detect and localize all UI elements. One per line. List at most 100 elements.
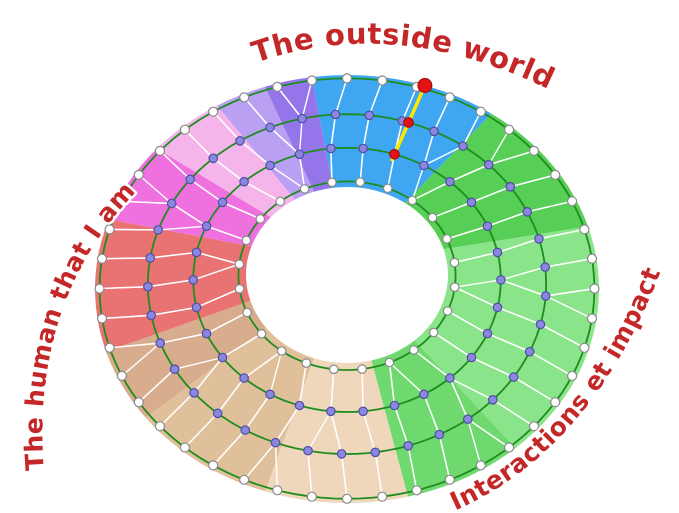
node[interactable] [330,109,341,120]
node[interactable] [270,437,281,448]
node[interactable] [94,283,105,294]
node[interactable] [534,234,544,244]
node[interactable] [155,338,165,348]
node[interactable] [234,283,245,294]
node[interactable] [201,221,212,231]
node[interactable] [403,440,413,451]
node[interactable] [154,145,166,156]
node[interactable] [524,346,535,357]
node[interactable] [275,196,285,207]
node[interactable] [358,143,368,154]
selected-node[interactable] [389,149,400,160]
node[interactable] [462,414,473,424]
node[interactable] [407,195,418,206]
node[interactable] [377,491,388,502]
node[interactable] [384,357,395,368]
node[interactable] [355,177,365,187]
node[interactable] [208,460,219,471]
node[interactable] [444,92,455,103]
node[interactable] [146,310,156,321]
node[interactable] [166,198,177,209]
node[interactable] [303,445,313,456]
node[interactable] [133,397,144,408]
node[interactable] [299,184,310,194]
node[interactable] [341,73,353,84]
node[interactable] [445,373,455,383]
node[interactable] [586,313,598,324]
node[interactable] [242,307,252,318]
sector-tan-lower-left[interactable] [106,300,267,418]
node[interactable] [442,234,452,244]
node[interactable] [419,160,429,171]
node[interactable] [239,474,250,485]
node[interactable] [240,425,250,435]
node[interactable] [482,328,493,339]
node[interactable] [208,106,219,117]
node[interactable] [265,122,275,133]
node[interactable] [306,491,317,502]
node[interactable] [492,247,503,258]
node[interactable] [566,370,578,381]
node[interactable] [528,145,540,156]
node[interactable] [189,387,199,398]
node[interactable] [475,460,486,471]
node[interactable] [154,421,166,432]
sector-magenta-upper-left[interactable] [108,148,271,247]
sector-green-right[interactable] [414,226,599,448]
node[interactable] [265,389,275,400]
node[interactable] [116,196,128,207]
node[interactable] [475,106,486,117]
node[interactable] [297,113,307,124]
sector-green-upper-right[interactable] [404,113,588,250]
node[interactable] [419,389,429,400]
node[interactable] [389,400,400,411]
node[interactable] [466,352,477,363]
node[interactable] [540,291,551,301]
sector-purple-light-top-left[interactable] [217,86,315,200]
node[interactable] [504,124,515,135]
node[interactable] [239,176,249,187]
node[interactable] [201,328,212,339]
node[interactable] [256,328,267,339]
node[interactable] [191,247,202,258]
node[interactable] [272,485,283,496]
node[interactable] [522,207,532,217]
node[interactable] [104,342,115,353]
node[interactable] [566,196,578,207]
selected-node[interactable] [403,117,414,128]
node[interactable] [241,235,252,246]
node[interactable] [445,176,455,187]
node[interactable] [496,275,506,285]
node[interactable] [217,352,228,363]
node[interactable] [535,319,546,330]
node[interactable] [265,160,275,171]
node[interactable] [508,372,519,382]
node[interactable] [364,110,375,121]
node[interactable] [208,153,218,164]
node[interactable] [579,224,590,235]
node[interactable] [550,397,561,408]
node[interactable] [377,75,388,86]
node[interactable] [276,346,287,356]
node[interactable] [492,302,503,313]
node[interactable] [579,342,590,353]
node[interactable] [301,358,312,368]
node[interactable] [487,394,498,405]
node[interactable] [188,275,198,285]
node[interactable] [427,212,438,223]
node[interactable] [429,126,439,137]
node[interactable] [153,225,163,235]
node[interactable] [185,174,195,185]
sector-pink-upper-left[interactable] [156,105,295,218]
node[interactable] [326,143,336,154]
node[interactable] [442,306,453,316]
node[interactable] [482,221,493,231]
node[interactable] [239,373,249,383]
node[interactable] [444,474,455,485]
node[interactable] [169,364,180,374]
node[interactable] [239,92,250,103]
node[interactable] [358,406,368,417]
node[interactable] [294,400,305,411]
node[interactable] [589,283,600,294]
node[interactable] [143,281,153,292]
